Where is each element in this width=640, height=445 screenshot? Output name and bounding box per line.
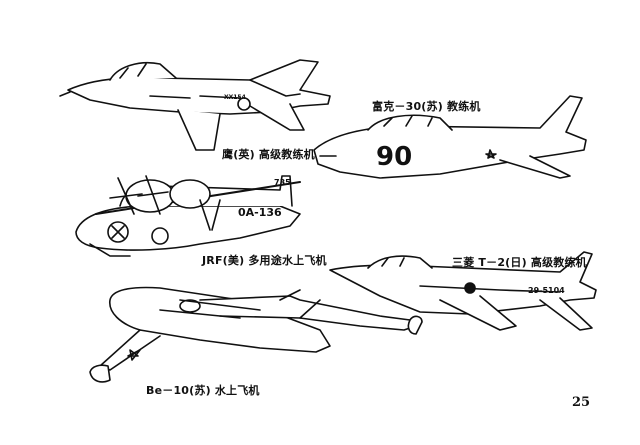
t2-serial-marking: 29-5104 [528, 286, 565, 295]
mitsubishi-t2-drawing [329, 251, 597, 331]
magister-number-marking: 90 [376, 142, 413, 172]
t2-caption: 三菱 T－2(日) 高级教练机 [452, 256, 587, 269]
jrf-serial-marking: 0A-136 [238, 206, 282, 219]
hawk-caption: 鹰(英) 高级教练机 [222, 148, 315, 161]
jrf-tail-marking: 735 [274, 178, 291, 187]
page-number: 25 [572, 395, 591, 410]
be10-flyingboat-drawing [89, 286, 423, 383]
magister-caption: 富克－30(苏) 教练机 [372, 100, 481, 113]
be10-caption: Be－10(苏) 水上飞机 [146, 384, 260, 397]
jrf-amphibian-drawing [75, 175, 301, 257]
hawk-trainer-drawing [59, 59, 331, 151]
magister-trainer-drawing [313, 95, 587, 179]
jrf-caption: JRF(美) 多用途水上飞机 [202, 254, 327, 267]
hawk-serial-marking: XX154 [224, 94, 246, 101]
